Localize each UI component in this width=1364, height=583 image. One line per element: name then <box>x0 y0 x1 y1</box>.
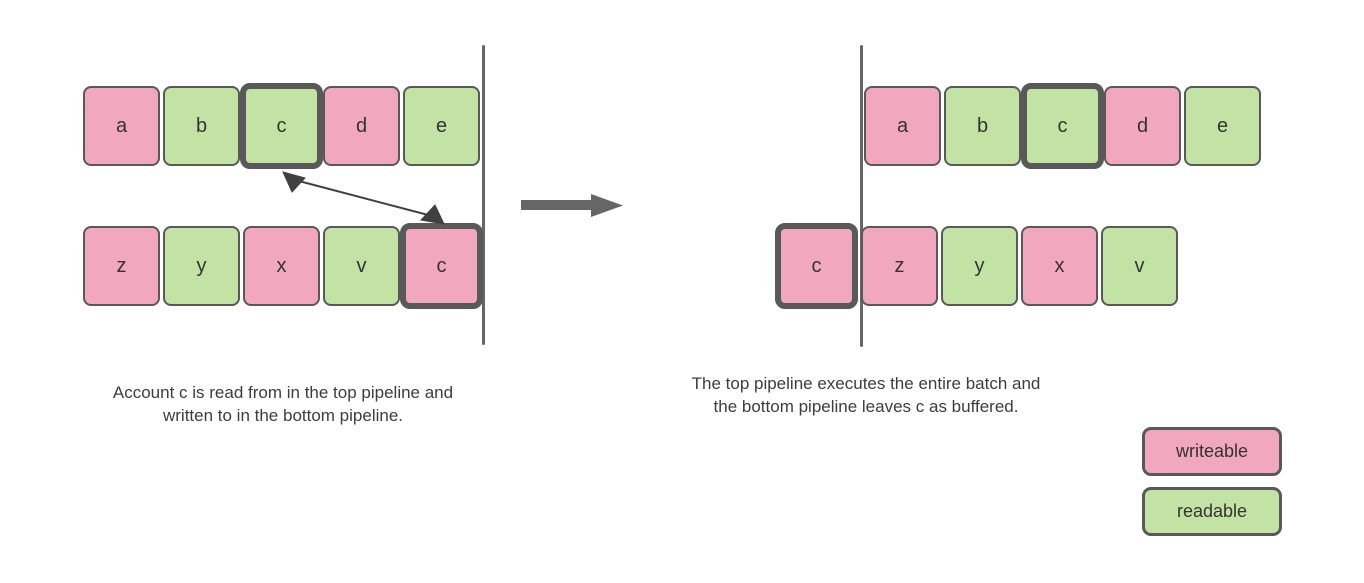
pipeline-box-b: b <box>163 86 240 166</box>
pipeline-box-a: a <box>864 86 941 166</box>
pipeline-box-d: d <box>1104 86 1181 166</box>
pipeline-box-c: c <box>775 223 858 309</box>
pipeline-box-b: b <box>944 86 1021 166</box>
pipeline-box-d: d <box>323 86 400 166</box>
pipeline-box-z: z <box>83 226 160 306</box>
pipeline-box-x: x <box>243 226 320 306</box>
pipeline-box-z: z <box>861 226 938 306</box>
pipeline-box-x: x <box>1021 226 1098 306</box>
pipeline-box-c: c <box>240 83 323 169</box>
pipeline-box-e: e <box>1184 86 1261 166</box>
pipeline-box-v: v <box>323 226 400 306</box>
legend-item-readable: readable <box>1142 487 1282 536</box>
left-diagram-caption: Account c is read from in the top pipeli… <box>112 383 454 426</box>
transition-right-arrow-icon <box>521 194 623 217</box>
right-diagram-caption: The top pipeline executes the entire bat… <box>691 374 1041 417</box>
pipeline-box-v: v <box>1101 226 1178 306</box>
right-pipeline-boundary-line <box>860 45 863 347</box>
legend: writeable readable <box>1142 427 1282 536</box>
pipeline-box-y: y <box>941 226 1018 306</box>
pipeline-box-a: a <box>83 86 160 166</box>
pipeline-box-y: y <box>163 226 240 306</box>
pipeline-box-c: c <box>1021 83 1104 169</box>
pipeline-box-c: c <box>400 223 483 309</box>
pipeline-box-e: e <box>403 86 480 166</box>
read-write-double-arrow-icon <box>282 171 445 225</box>
legend-item-writeable: writeable <box>1142 427 1282 476</box>
left-pipeline-boundary-line <box>482 45 485 345</box>
